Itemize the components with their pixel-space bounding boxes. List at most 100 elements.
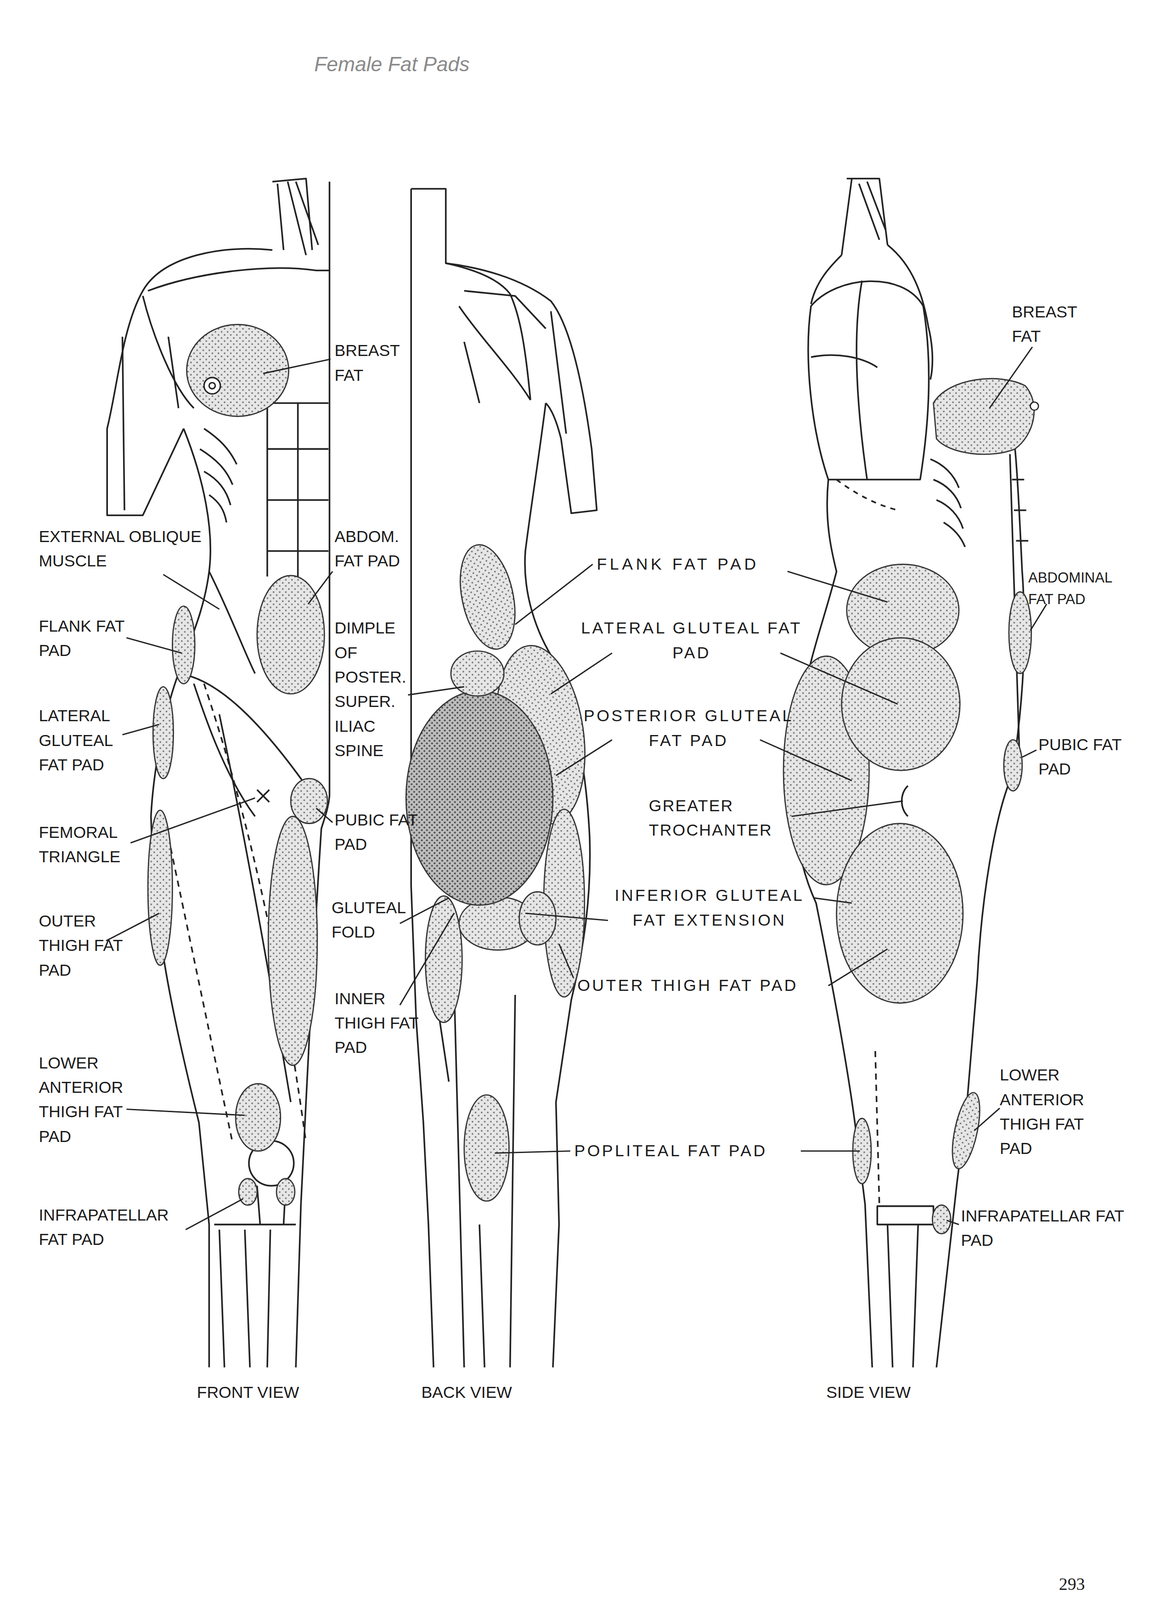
part-label: POSTERIOR GLUTEAL FAT PAD (571, 704, 806, 754)
page-number: 293 (1058, 1571, 1086, 1597)
front-fat-pads-shape (186, 324, 289, 417)
front-figure-shape (214, 1185, 296, 1367)
front-fat-pads-shape (276, 1178, 295, 1206)
leader-lines-shape (308, 571, 333, 604)
side-fat-pads-shape (946, 1090, 986, 1171)
leader-lines-shape (515, 563, 593, 625)
front-fat-pads (147, 324, 328, 1205)
side-figure-shape (875, 1050, 880, 1204)
leader-lines-shape (558, 943, 574, 978)
back-figure-shape (524, 402, 591, 1367)
front-figure (107, 178, 330, 1368)
front-figure-shape (295, 181, 330, 1367)
part-label: PUBIC FAT PAD (334, 807, 422, 857)
side-figure-shape (808, 280, 930, 480)
leader-lines-shape (989, 346, 1033, 408)
leader-lines-shape (408, 686, 465, 695)
part-label: LOWER ANTERIOR THIGH FAT PAD (999, 1063, 1102, 1161)
front-fat-pads-shape (172, 605, 195, 684)
side-fat-pads-shape (836, 823, 964, 1003)
part-label: FLANK FAT PAD (596, 552, 759, 577)
side-figure-shape (841, 178, 888, 256)
part-label: BREAST FAT (1012, 299, 1094, 350)
back-figure-shape (411, 188, 597, 513)
leader-lines-shape (760, 739, 852, 781)
back-fat-pads (405, 539, 596, 1201)
side-nipple-shape (1030, 401, 1039, 411)
front-fat-pads-shape (257, 575, 325, 694)
part-label: ABDOMINAL FAT PAD (1028, 567, 1131, 610)
leader-lines-shape (525, 912, 609, 921)
side-figure-shape (836, 479, 898, 511)
side-fat-pads-shape (1003, 739, 1023, 791)
view-caption: SIDE VIEW (826, 1380, 911, 1405)
leader-lines-shape (494, 1150, 570, 1153)
leader-lines-shape (780, 653, 898, 705)
part-label: DIMPLE OF POSTER. SUPER. ILIAC SPINE (334, 616, 417, 764)
front-figure-shape (168, 836, 233, 1143)
part-label: OUTER THIGH FAT PAD (38, 908, 126, 983)
front-fat-pads-shape (152, 686, 174, 779)
leader-lines-shape (828, 948, 888, 986)
front-fat-pads-shape (238, 1178, 258, 1206)
leader-lines-shape (787, 571, 888, 603)
back-figure-shape (433, 979, 516, 1367)
back-fat-pads-shape (451, 539, 524, 654)
part-label: EXTERNAL OBLIQUE MUSCLE (38, 524, 204, 574)
part-label: POPLITEAL FAT PAD (574, 1138, 768, 1163)
side-figure-shape (877, 1205, 934, 1368)
part-label: FEMORAL TRIANGLE (38, 820, 141, 870)
front-fat-pads-shape (290, 778, 328, 824)
nipple (203, 377, 221, 395)
part-label: LOWER ANTERIOR THIGH FAT PAD (38, 1050, 141, 1149)
leader-lines-shape (974, 1107, 1000, 1131)
nipple-shape (208, 382, 215, 389)
leader-lines-shape (791, 800, 903, 817)
leader-lines-shape (126, 1109, 245, 1116)
front-figure-shape (199, 428, 237, 523)
side-fat-pads-shape (841, 637, 961, 771)
front-fat-pads-shape (147, 810, 173, 966)
front-figure-shape (272, 178, 319, 256)
back-fat-pads-shape (405, 690, 553, 905)
front-fat-pads-shape (268, 816, 318, 1065)
leader-lines-shape (106, 912, 160, 941)
part-label: INFRAPATELLAR FAT PAD (38, 1202, 192, 1252)
page-title: Female Fat Pads (314, 53, 470, 77)
part-label: PUBIC FAT PAD (1038, 732, 1126, 782)
part-label: ABDOM. FAT PAD (334, 524, 422, 574)
leader-lines-shape (126, 637, 182, 653)
leader-lines-shape (163, 574, 220, 610)
side-figure-shape (930, 459, 966, 547)
part-label: FLANK FAT PAD (38, 613, 126, 664)
side-fat-pads (783, 378, 1035, 1234)
leader-lines (106, 346, 1047, 1229)
leader-lines-shape (263, 359, 331, 374)
front-figure-shape (267, 402, 329, 577)
back-fat-pads-shape (519, 891, 557, 945)
front-figure-shape (257, 789, 270, 802)
leader-lines-shape (399, 897, 450, 924)
nipple-shape (203, 377, 221, 395)
side-fat-pads-shape (933, 378, 1035, 455)
part-label: LATERAL GLUTEAL FAT PAD (579, 616, 805, 666)
back-fat-pads-shape (425, 895, 462, 1022)
back-figure-shape (445, 263, 567, 434)
leader-lines-shape (1022, 749, 1037, 758)
leader-lines-shape (130, 797, 255, 843)
view-caption: BACK VIEW (421, 1380, 512, 1405)
leader-lines-shape (551, 653, 613, 694)
back-fat-pads-shape (464, 1094, 510, 1201)
view-caption: FRONT VIEW (197, 1380, 299, 1405)
part-label: GREATER TROCHANTER (648, 793, 787, 843)
leader-lines-shape (814, 897, 852, 903)
side-nipple (1030, 401, 1039, 411)
leader-lines-shape (1030, 603, 1048, 631)
part-label: GLUTEAL FOLD (331, 895, 419, 945)
part-label: INNER THIGH FAT PAD (334, 986, 422, 1060)
leader-lines-shape (399, 912, 455, 1005)
leader-lines-shape (946, 1220, 959, 1225)
part-label: INFERIOR GLUTEAL FAT EXTENSION (599, 883, 820, 933)
